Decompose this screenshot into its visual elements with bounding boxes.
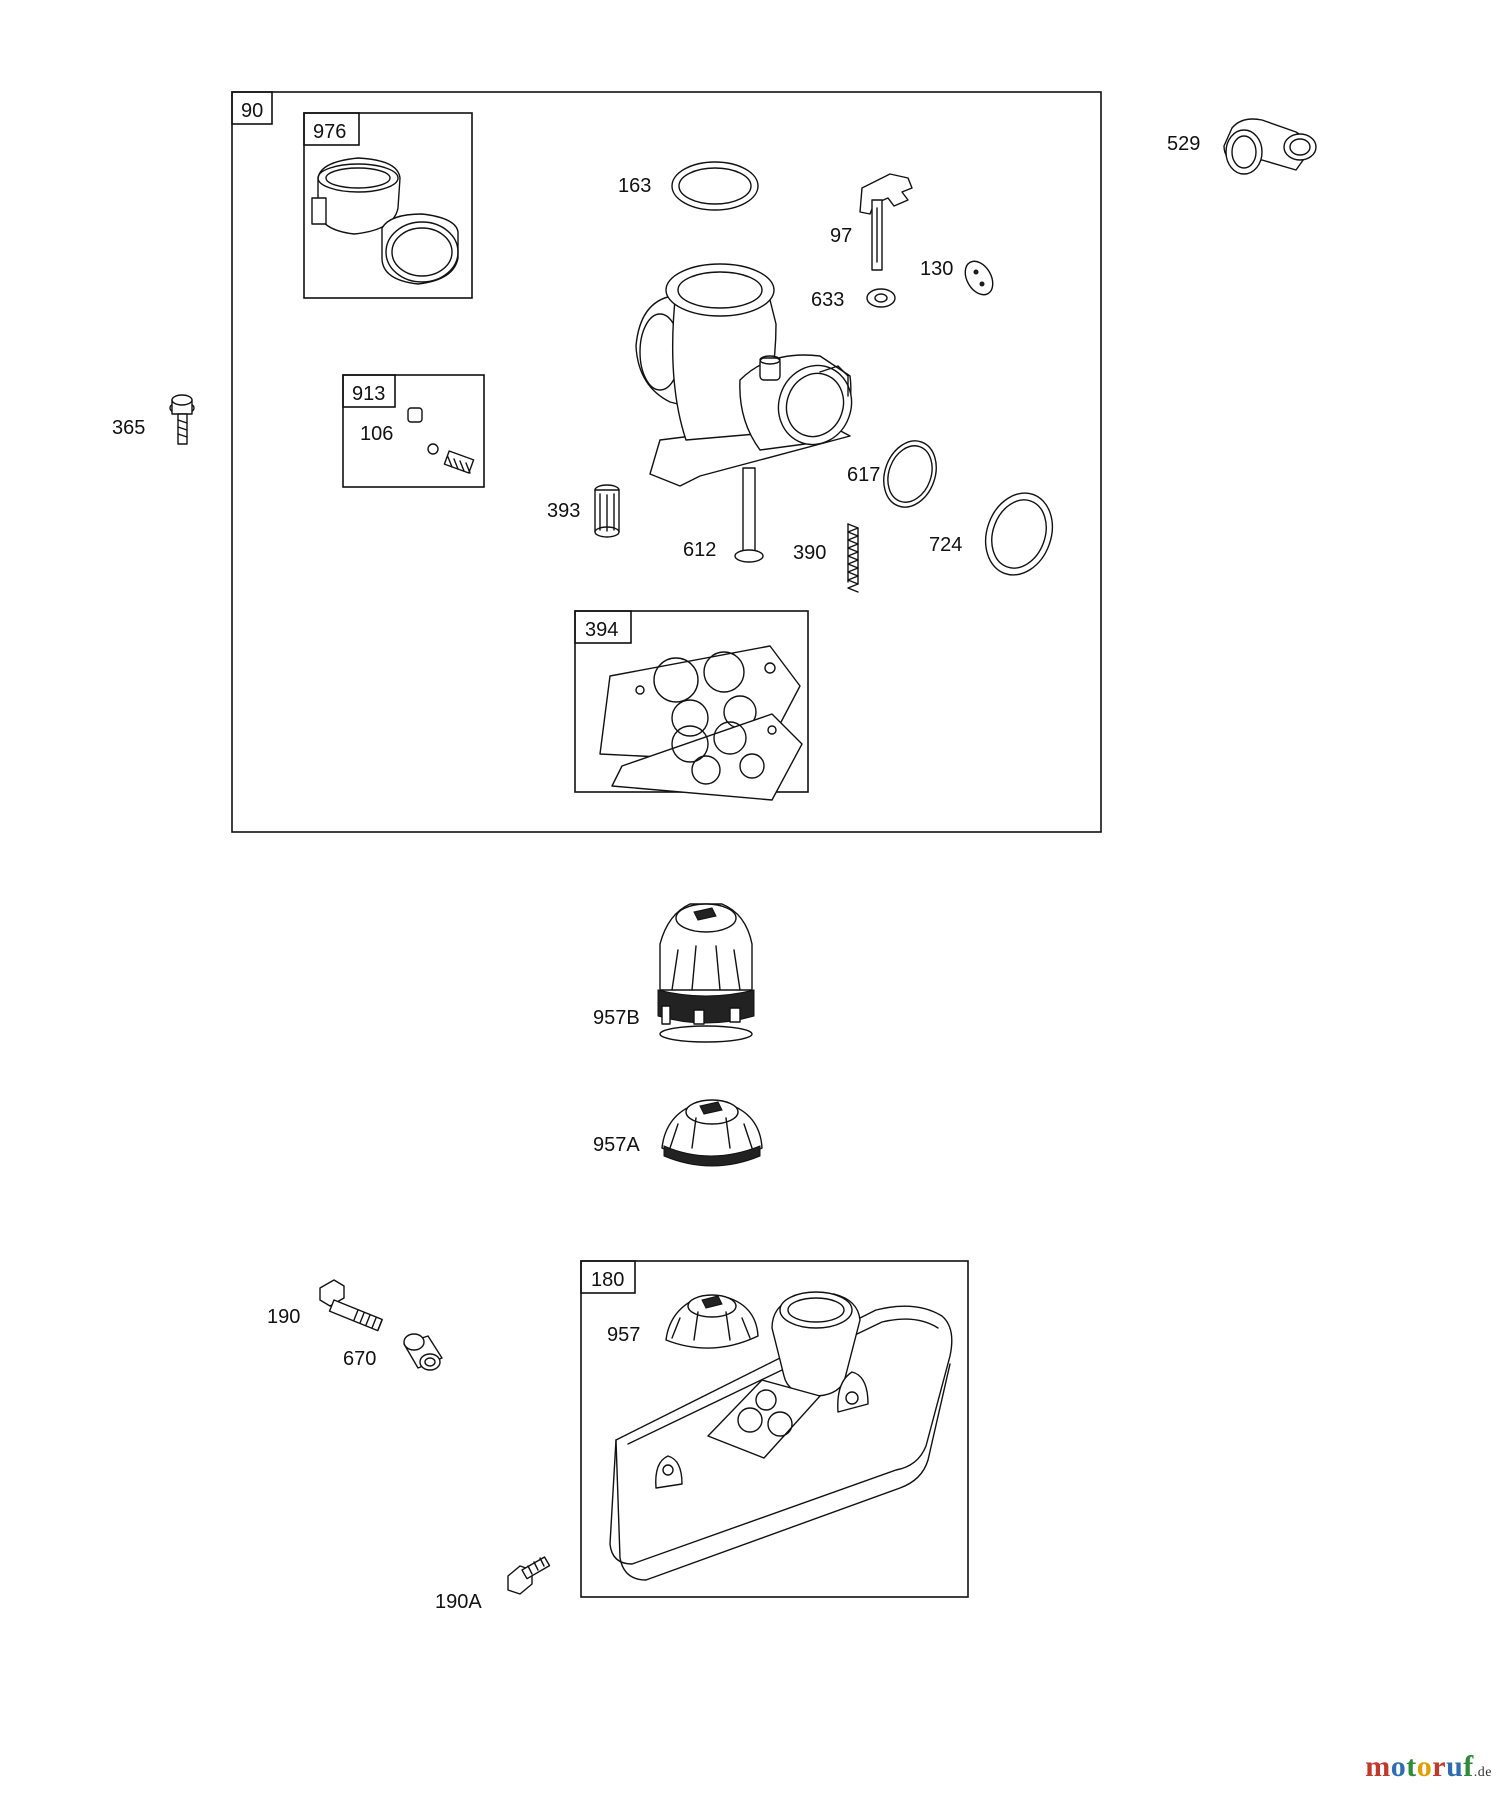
part-724-drawing	[984, 492, 1054, 576]
label-97: 97	[830, 225, 852, 247]
part-529-drawing	[1223, 118, 1317, 175]
motoruf-watermark: motoruf.de	[1365, 1750, 1492, 1784]
label-130: 130	[920, 258, 953, 280]
watermark-letter: o	[1416, 1750, 1433, 1783]
watermark-letter: r	[1432, 1750, 1447, 1783]
part-957-drawing	[665, 1294, 759, 1349]
kit-box-976: 976	[303, 112, 473, 299]
kit-box-180: 180	[580, 1260, 969, 1598]
label-106: 106	[360, 423, 393, 445]
part-957A-drawing	[661, 1099, 763, 1167]
part-617-drawing	[883, 440, 937, 508]
kit-box-913: 913	[342, 374, 485, 488]
part-957B-drawing	[657, 903, 755, 1043]
label-617: 617	[847, 464, 880, 486]
label-190: 190	[267, 1306, 300, 1328]
label-957: 957	[607, 1324, 640, 1346]
part-670-drawing	[403, 1333, 443, 1371]
label-393: 393	[547, 500, 580, 522]
watermark-suffix: .de	[1473, 1765, 1492, 1780]
part-163-drawing	[671, 161, 759, 211]
watermark-letter: m	[1365, 1750, 1391, 1783]
part-190A-drawing	[507, 1556, 551, 1595]
part-633-drawing	[866, 288, 896, 308]
part-190-drawing	[319, 1279, 383, 1332]
carburetor-body-drawing	[635, 263, 853, 487]
part-180-drawing	[609, 1291, 953, 1581]
label-163: 163	[618, 175, 651, 197]
label-390: 390	[793, 542, 826, 564]
watermark-letter: o	[1390, 1750, 1407, 1783]
label-724: 724	[929, 534, 962, 556]
kit-box-90: 90	[231, 91, 1102, 833]
part-97-drawing	[859, 173, 913, 271]
label-394: 394	[585, 619, 618, 641]
part-365-drawing	[169, 394, 195, 445]
part-106-drawing	[407, 407, 475, 474]
part-612-drawing	[734, 467, 764, 563]
label-913: 913	[352, 383, 385, 405]
label-180: 180	[591, 1269, 624, 1291]
part-394-drawing	[599, 645, 803, 801]
label-957A: 957A	[593, 1134, 640, 1156]
part-393-drawing	[594, 484, 620, 538]
watermark-letter: t	[1406, 1750, 1417, 1783]
part-976-drawing	[311, 157, 459, 285]
part-390-drawing	[847, 523, 859, 593]
label-90: 90	[241, 100, 263, 122]
label-670: 670	[343, 1348, 376, 1370]
label-957B: 957B	[593, 1007, 640, 1029]
label-612: 612	[683, 539, 716, 561]
label-633: 633	[811, 289, 844, 311]
label-976: 976	[313, 121, 346, 143]
watermark-letter: f	[1463, 1750, 1474, 1783]
watermark-letter: u	[1446, 1750, 1464, 1783]
label-365: 365	[112, 417, 145, 439]
label-190A: 190A	[435, 1591, 482, 1613]
label-529: 529	[1167, 133, 1200, 155]
part-130-drawing	[964, 260, 994, 296]
